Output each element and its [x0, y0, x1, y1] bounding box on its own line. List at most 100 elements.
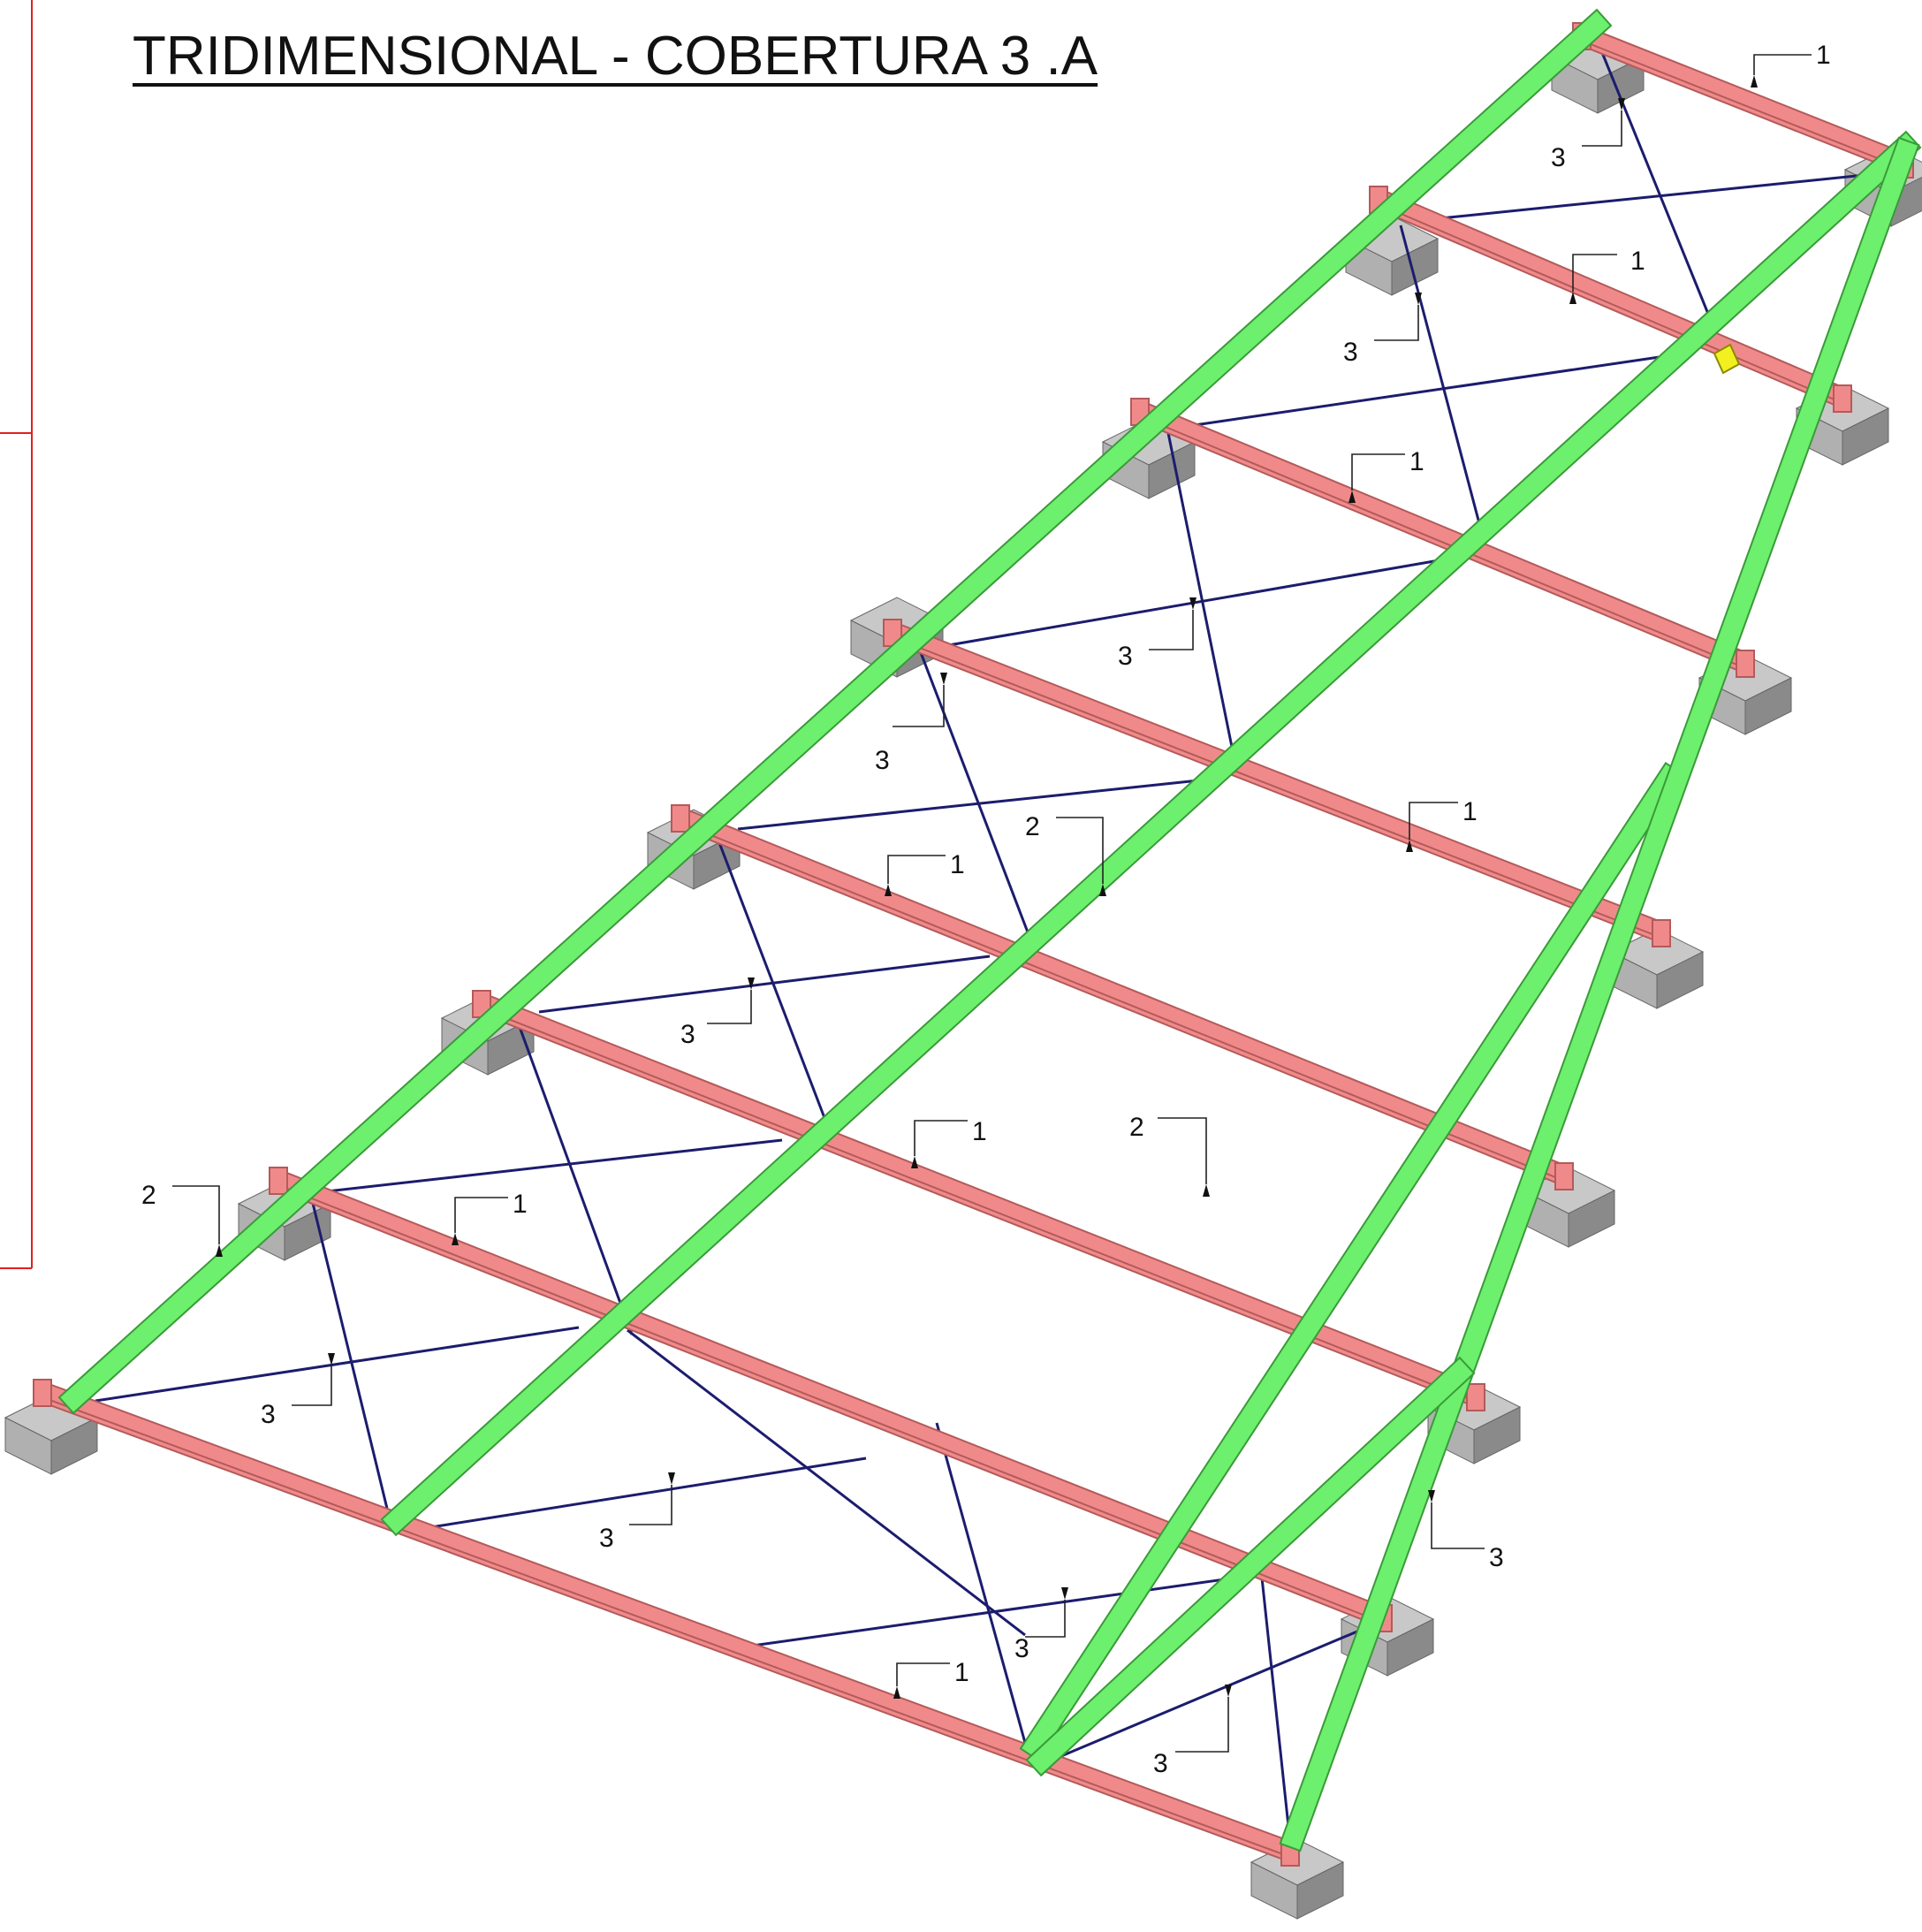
callout-label: 3 [599, 1524, 614, 1553]
rafter [1279, 136, 1920, 1852]
bracing-rod [1260, 1577, 1292, 1844]
callout-label: 3 [1551, 143, 1566, 172]
beam-flange-line [42, 1396, 1291, 1858]
callout-leader [1025, 1600, 1066, 1638]
callout-arrow [668, 1472, 675, 1485]
callout: 1 [885, 850, 965, 896]
callout-leader [1175, 1697, 1229, 1753]
beam-end [269, 1167, 288, 1195]
beam-flange-line [1581, 40, 1905, 170]
callout-leader [1158, 1117, 1207, 1184]
callout-arrow [1569, 292, 1576, 304]
beam-end [33, 1379, 52, 1407]
beam-flange-line [277, 1184, 1384, 1624]
callout-label: 3 [1153, 1749, 1168, 1778]
callout-leader [914, 1120, 968, 1156]
callout-label: 1 [954, 1658, 969, 1687]
callout-label: 3 [1014, 1634, 1029, 1663]
beam-end [1466, 1383, 1485, 1411]
beam-flange-line [1378, 203, 1843, 404]
bracing-rod [1399, 224, 1486, 544]
callout: 1 [1406, 797, 1478, 852]
callout: 1 [1348, 447, 1424, 503]
bracing-rod [1598, 45, 1712, 319]
callout-arrow [216, 1244, 223, 1257]
bracing-rod [1431, 171, 1892, 221]
callout-label: 2 [141, 1181, 156, 1210]
connector-plate [1713, 343, 1741, 375]
footing-front [50, 1417, 98, 1475]
callout-leader [896, 1662, 950, 1686]
callout-label: 3 [680, 1020, 695, 1049]
callout-leader [1351, 453, 1405, 491]
callout-arrow [1225, 1685, 1232, 1697]
callout-leader [1753, 54, 1812, 75]
callout: 3 [680, 977, 755, 1049]
callout-arrow [748, 977, 755, 990]
callout-label: 2 [1025, 812, 1040, 841]
callout: 3 [1551, 98, 1625, 172]
callout-arrow [1406, 840, 1413, 852]
drawing-title: TRIDIMENSIONAL - COBERTURA 3 .A [133, 26, 1098, 87]
callout: 2 [1025, 812, 1106, 896]
callout-arrow [940, 673, 947, 685]
callout-label: 1 [1409, 447, 1424, 476]
callout: 3 [1014, 1587, 1068, 1663]
callout-leader [629, 1485, 672, 1525]
callout: 3 [599, 1472, 675, 1553]
beam-end [1652, 919, 1671, 947]
callout-label: 2 [1129, 1113, 1144, 1142]
callout: 3 [261, 1353, 335, 1429]
bracing-rod [511, 1007, 634, 1335]
rafter [380, 130, 1922, 1537]
bracing-rod [419, 1457, 867, 1531]
bracing-rod [915, 643, 1031, 938]
callout-label: 3 [875, 746, 890, 775]
callout-arrow [1415, 293, 1422, 305]
callout-leader [1374, 305, 1419, 341]
callout: 3 [1428, 1490, 1504, 1572]
bracing-rod [627, 1328, 1026, 1637]
rafter [57, 8, 1613, 1415]
callout-arrow [1348, 491, 1356, 503]
callout-leader [1409, 802, 1458, 840]
callout-arrow [893, 1686, 900, 1699]
bracing-rod [737, 776, 1225, 831]
beam-flange-line [481, 1008, 1477, 1403]
bracing-rod [308, 1188, 391, 1517]
rafter [1025, 1356, 1476, 1777]
footing-front [1148, 441, 1196, 499]
callout-arrow [1099, 884, 1106, 896]
beam-flange-line [680, 822, 1565, 1182]
bracing-rod [935, 1422, 1031, 1760]
callout: 2 [1129, 1113, 1210, 1197]
callout-leader [1056, 817, 1104, 884]
callout-arrow [1203, 1184, 1210, 1197]
callout-label: 1 [972, 1117, 987, 1146]
callout: 3 [1118, 597, 1197, 671]
beam-end [1554, 1162, 1574, 1190]
callout-leader [1431, 1502, 1485, 1549]
callout-label: 1 [513, 1190, 528, 1219]
callout: 1 [911, 1117, 987, 1168]
callout-arrow [911, 1156, 918, 1168]
footing-front [1568, 1190, 1615, 1248]
callout-leader [707, 990, 752, 1024]
callout-arrow [1061, 1587, 1068, 1600]
callout: 1 [1751, 41, 1831, 87]
steel-beams [33, 22, 1914, 1867]
callout: 1 [893, 1658, 969, 1699]
callout-arrow [1189, 597, 1197, 610]
beam-flange-line [1139, 415, 1746, 669]
callout-label: 1 [1462, 797, 1478, 826]
footing-front [1842, 407, 1889, 466]
rafters [57, 8, 1922, 1852]
callout: 2 [141, 1181, 223, 1257]
footing-front [1296, 1861, 1344, 1920]
callout: 1 [452, 1190, 528, 1245]
beam-end [671, 804, 690, 833]
bracing-rod [1165, 423, 1234, 752]
